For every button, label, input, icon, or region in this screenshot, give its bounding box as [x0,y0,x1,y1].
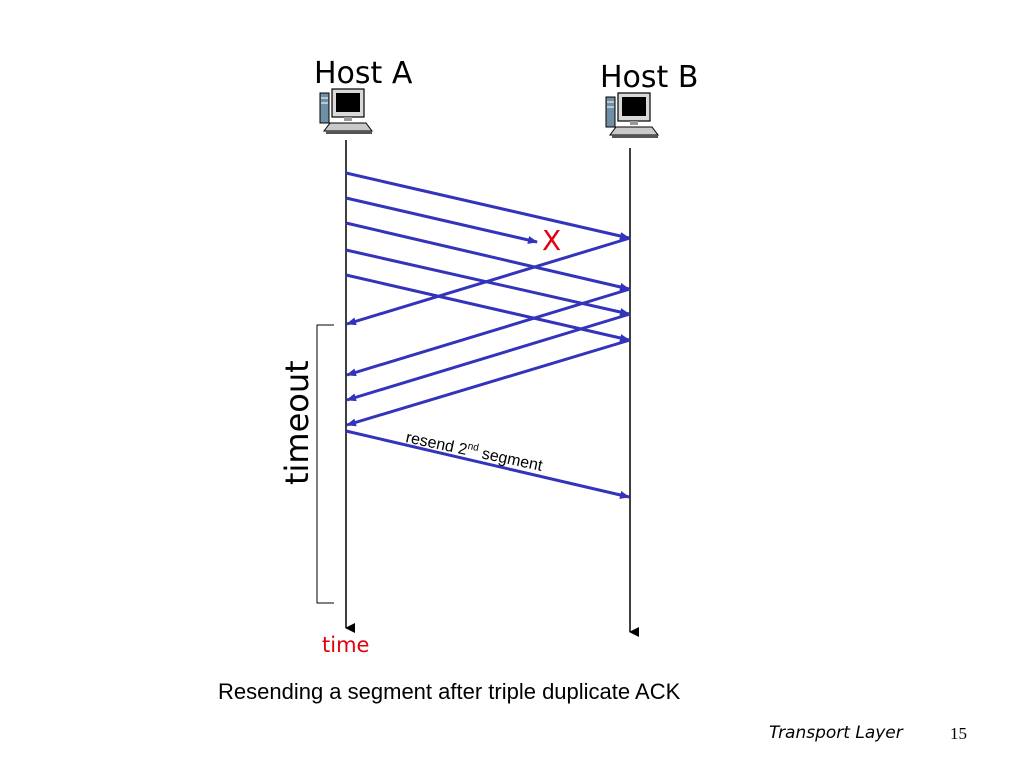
ack-arrow-1 [346,236,631,326]
loss-mark: X [542,224,562,257]
segment-arrow-1 [345,171,630,240]
host-a-label: Host A [314,56,413,91]
segment-arrow-2-lost [345,196,538,244]
time-axis-label: time [322,633,370,657]
timeout-label: timeout [278,360,316,485]
page-number: 15 [950,724,967,743]
footer-title: Transport Layer [769,723,903,743]
host-a-computer-icon [319,88,373,134]
duplicate-ack-arrow-1 [346,287,631,377]
host-b-label: Host B [600,60,699,95]
host-b-computer-icon [605,92,659,138]
duplicate-ack-arrow-2 [346,312,631,402]
slide-caption: Resending a segment after triple duplica… [218,679,681,704]
resend-segment-arrow [345,429,630,499]
timeout-bracket [316,324,334,604]
segment-arrow-5 [345,273,630,342]
duplicate-ack-arrow-3 [346,338,631,427]
segment-arrow-3 [345,221,630,291]
